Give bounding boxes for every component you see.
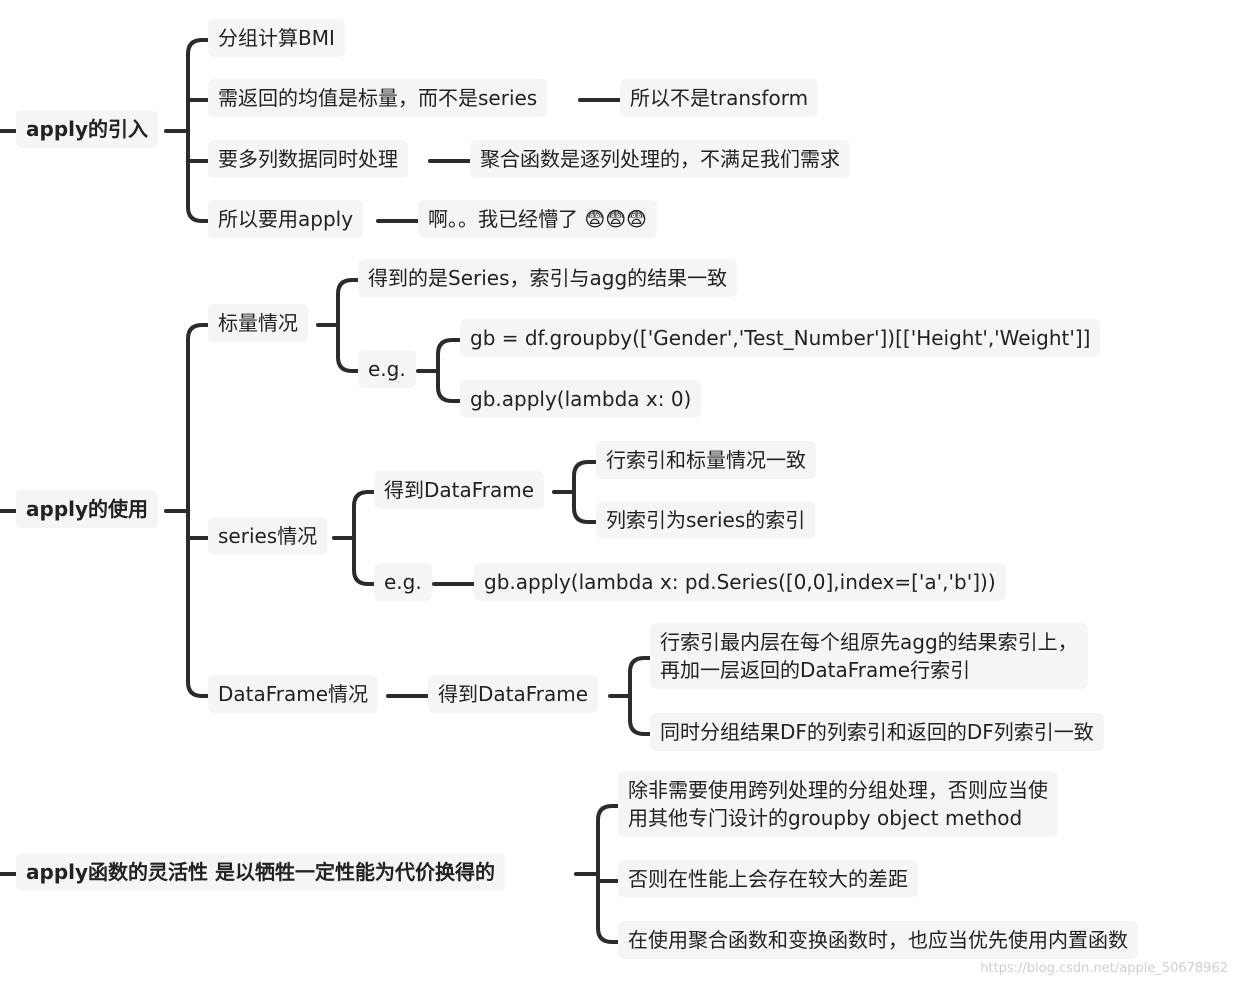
bracket (436, 338, 462, 403)
topic-example[interactable]: e.g. (374, 563, 432, 601)
bracket (186, 38, 210, 223)
topic-get-dataframe[interactable]: 得到DataFrame (374, 471, 545, 509)
bracket (628, 656, 652, 736)
topic-example[interactable]: e.g. (358, 350, 416, 388)
topic-column-index-match[interactable]: 同时分组结果DF的列索引和返回的DF列索引一致 (650, 713, 1104, 751)
topic-code-apply-zero[interactable]: gb.apply(lambda x: 0) (460, 380, 702, 418)
topic-apply-usage[interactable]: apply的使用 (16, 490, 159, 528)
bracket (186, 323, 210, 698)
topic-prefer-builtin[interactable]: 在使用聚合函数和变换函数时，也应当优先使用内置函数 (618, 921, 1138, 959)
topic-performance-gap[interactable]: 否则在性能上会存在较大的差距 (618, 860, 918, 898)
topic-agg-column-wise[interactable]: 聚合函数是逐列处理的，不满足我们需求 (470, 140, 850, 178)
topic-scalar-return[interactable]: 需返回的均值是标量，而不是series (208, 79, 548, 117)
topic-use-apply[interactable]: 所以要用apply (208, 200, 364, 238)
topic-series-case[interactable]: series情况 (208, 517, 328, 555)
topic-row-index[interactable]: 行索引和标量情况一致 (596, 441, 816, 479)
topic-code-apply-series[interactable]: gb.apply(lambda x: pd.Series([0,0],index… (474, 563, 1006, 601)
bracket (572, 460, 598, 524)
bracket (352, 490, 376, 586)
topic-get-dataframe[interactable]: 得到DataFrame (428, 675, 599, 713)
topic-inner-row-index[interactable]: 行索引最内层在每个组原先agg的结果索引上， 再加一层返回的DataFrame行… (650, 623, 1088, 689)
topic-apply-flexibility[interactable]: apply函数的灵活性 是以牺牲一定性能为代价换得的 (16, 853, 505, 891)
topic-multi-column[interactable]: 要多列数据同时处理 (208, 140, 408, 178)
topic-code-groupby[interactable]: gb = df.groupby(['Gender','Test_Number']… (460, 319, 1101, 357)
topic-not-transform[interactable]: 所以不是transform (620, 79, 819, 117)
watermark: https://blog.csdn.net/apple_50678962 (980, 961, 1228, 976)
topic-scalar-case[interactable]: 标量情况 (208, 304, 308, 342)
bracket (336, 278, 360, 373)
topic-confused[interactable]: 啊。。我已经懵了 😨😨😨 (418, 200, 657, 238)
topic-dataframe-case[interactable]: DataFrame情况 (208, 675, 379, 713)
topic-use-groupby-methods[interactable]: 除非需要使用跨列处理的分组处理，否则应当使 用其他专门设计的groupby ob… (618, 771, 1058, 837)
topic-column-index[interactable]: 列索引为series的索引 (596, 501, 816, 539)
bracket (596, 804, 620, 944)
topic-series-result[interactable]: 得到的是Series，索引与agg的结果一致 (358, 259, 738, 297)
topic-bmi[interactable]: 分组计算BMI (208, 19, 345, 57)
topic-apply-intro[interactable]: apply的引入 (16, 110, 159, 148)
